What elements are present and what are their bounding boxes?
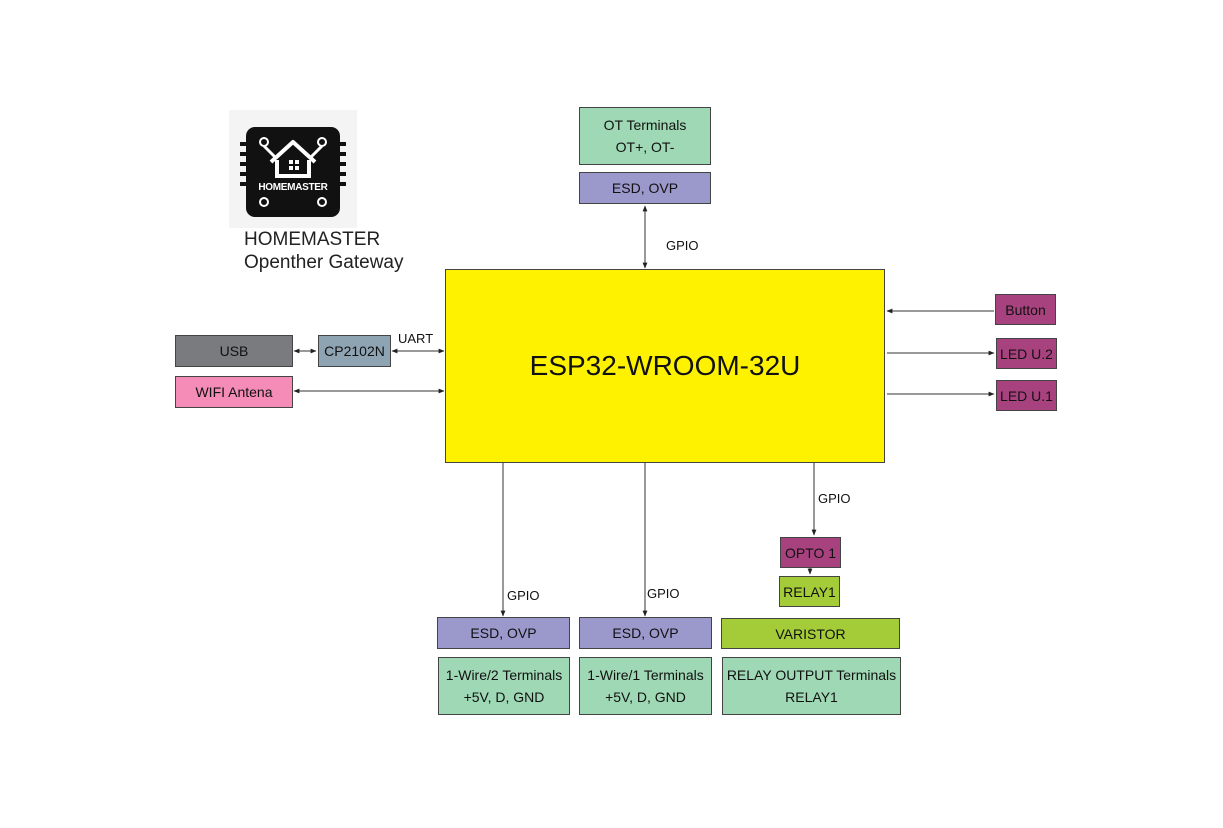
gpio-label-1wire1: GPIO	[647, 586, 680, 601]
onewire1-pins: +5V, D, GND	[605, 689, 686, 705]
ot-terminals-pins: OT+, OT-	[615, 139, 675, 155]
brand-name: HOMEMASTER	[244, 229, 381, 250]
ot-terminals: OT Terminals OT+, OT-	[579, 107, 711, 165]
button-block: Button	[995, 294, 1056, 325]
opto1-block: OPTO 1	[780, 537, 841, 568]
usb-block: USB	[175, 335, 293, 367]
cp2102n-label: CP2102N	[324, 343, 385, 359]
varistor-label: VARISTOR	[775, 625, 846, 642]
ot-terminals-title: OT Terminals	[603, 117, 687, 133]
relay-output-pins: RELAY1	[785, 689, 838, 705]
led-u2-label: LED U.2	[1000, 345, 1053, 362]
usb-label: USB	[219, 343, 249, 359]
esd-ovp-top-label: ESD, OVP	[611, 180, 679, 196]
esd-ovp-top: ESD, OVP	[579, 172, 711, 204]
uart-label: UART	[398, 331, 434, 346]
homemaster-logo: HOMEMASTER	[229, 110, 357, 228]
onewire1-terminals: 1-Wire/1 Terminals +5V, D, GND	[579, 657, 712, 715]
cp2102n-block: CP2102N	[318, 335, 391, 367]
gpio-label-1wire2: GPIO	[507, 588, 540, 603]
wifi-antenna-label: WIFI Antena	[195, 384, 273, 400]
onewire2-title: 1-Wire/2 Terminals	[445, 667, 563, 683]
relay-output-terminals: RELAY OUTPUT Terminals RELAY1	[722, 657, 901, 715]
onewire1-title: 1-Wire/1 Terminals	[587, 667, 704, 683]
esp32-label: ESP32-WROOM-32U	[529, 350, 801, 381]
onewire2-terminals: 1-Wire/2 Terminals +5V, D, GND	[438, 657, 570, 715]
wifi-antenna-block: WIFI Antena	[175, 376, 293, 408]
gpio-label-relay: GPIO	[818, 491, 851, 506]
relay-output-title: RELAY OUTPUT Terminals	[726, 667, 897, 683]
relay1-label: RELAY1	[783, 583, 836, 600]
esd-ovp-1wire2-label: ESD, OVP	[470, 625, 537, 641]
logo-wordmark: HOMEMASTER	[258, 182, 328, 193]
led-u1-block: LED U.1	[996, 380, 1057, 411]
button-label: Button	[1005, 301, 1046, 318]
brand-block: HOMEMASTER Openther Gateway	[244, 228, 403, 274]
opto1-label: OPTO 1	[784, 544, 837, 561]
esd-ovp-1wire1: ESD, OVP	[579, 617, 712, 649]
esd-ovp-1wire2: ESD, OVP	[437, 617, 570, 649]
gpio-label-top: GPIO	[666, 238, 699, 253]
relay1-block: RELAY1	[779, 576, 840, 607]
brand-subtitle: Openther Gateway	[244, 252, 404, 273]
varistor-block: VARISTOR	[721, 618, 900, 649]
led-u1-label: LED U.1	[1000, 387, 1053, 404]
led-u2-block: LED U.2	[996, 338, 1057, 369]
esd-ovp-1wire1-label: ESD, OVP	[612, 625, 679, 641]
esp32-module: ESP32-WROOM-32U	[445, 269, 885, 463]
onewire2-pins: +5V, D, GND	[463, 689, 545, 705]
